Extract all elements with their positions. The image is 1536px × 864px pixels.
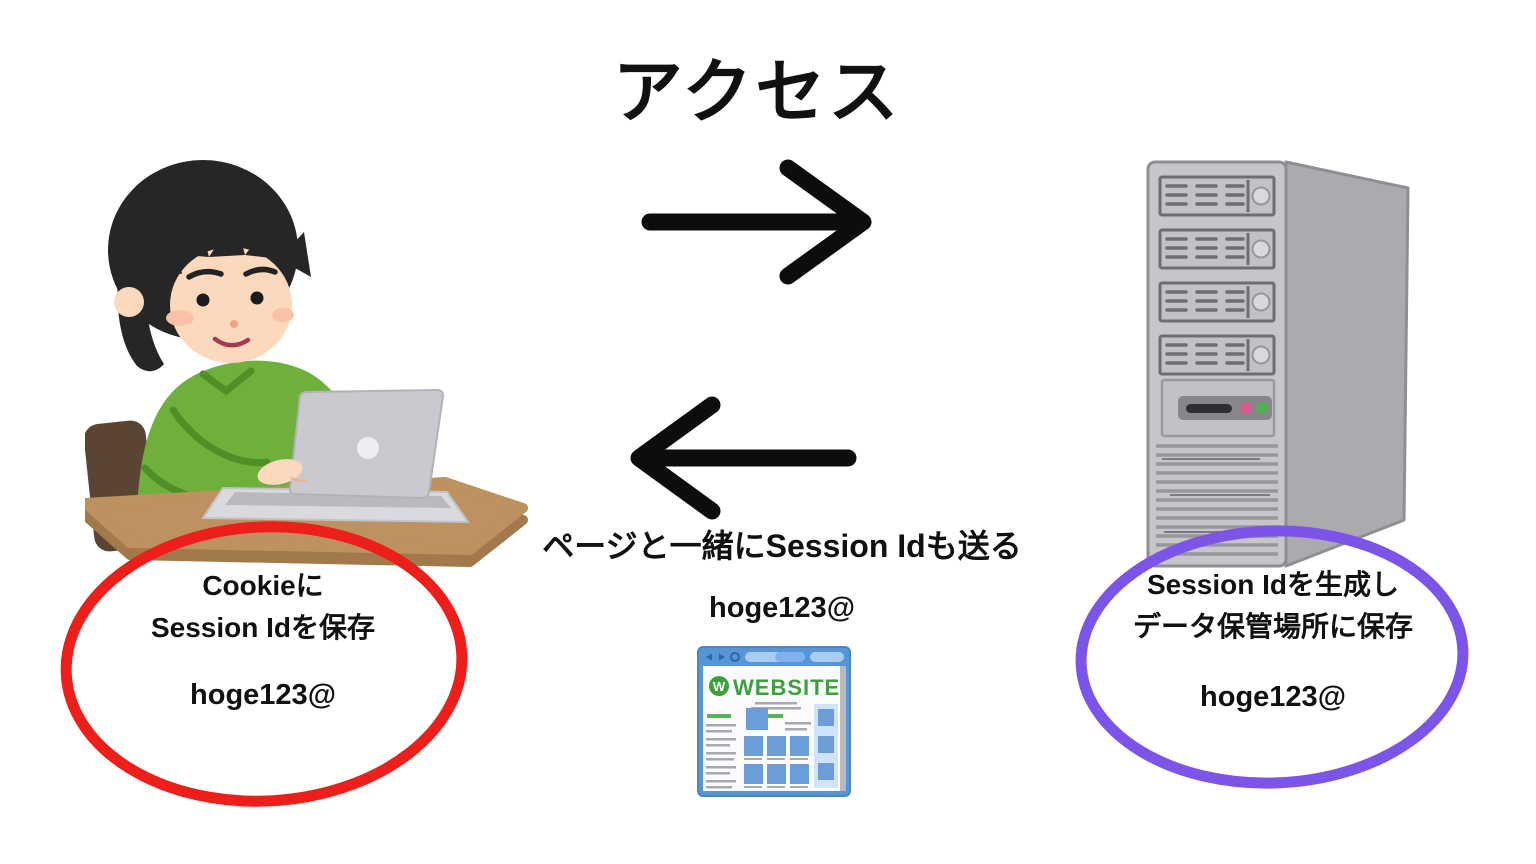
server-side-panel bbox=[1284, 160, 1410, 568]
forward-icon bbox=[719, 653, 725, 661]
scrollbar bbox=[840, 666, 846, 791]
website-thumbnail: W WEBSITE bbox=[697, 646, 851, 797]
server-highlight-ellipse bbox=[1075, 525, 1469, 789]
client-caption-line2: Session Idを保存 bbox=[150, 612, 376, 643]
server-drive-bays bbox=[1158, 175, 1276, 376]
page-placeholder-content bbox=[706, 702, 838, 789]
laptop-illustration bbox=[201, 388, 470, 524]
access-title: アクセス bbox=[612, 53, 902, 131]
server-status-panel bbox=[1160, 378, 1276, 438]
browser-toolbar bbox=[706, 652, 844, 662]
server-tower-illustration bbox=[1146, 160, 1410, 568]
client-session-id: hoge123@ bbox=[190, 679, 336, 711]
response-label: ページと一緒にSession Idも送る bbox=[542, 528, 1022, 564]
server-caption-line2: データ保管場所に保存 bbox=[1132, 611, 1413, 642]
website-logo: W WEBSITE bbox=[709, 675, 840, 700]
client-caption-line1: Cookieに bbox=[202, 570, 324, 601]
led-pink bbox=[1240, 402, 1252, 414]
client-highlight-ellipse bbox=[60, 521, 468, 807]
response-session-id: hoge123@ bbox=[709, 592, 855, 624]
response-arrow-icon bbox=[630, 396, 857, 520]
logo-letter: W bbox=[713, 679, 726, 694]
refresh-icon bbox=[730, 652, 740, 662]
request-arrow-icon bbox=[641, 159, 872, 285]
person-at-laptop-illustration bbox=[85, 160, 528, 567]
server-session-id: hoge123@ bbox=[1200, 681, 1346, 713]
search-bar bbox=[810, 652, 844, 662]
logo-text: WEBSITE bbox=[733, 675, 840, 700]
person-head bbox=[108, 160, 311, 372]
server-caption-line1: Session Idを生成し bbox=[1146, 569, 1400, 600]
led-green bbox=[1256, 402, 1268, 414]
back-icon bbox=[706, 653, 712, 661]
server-vents bbox=[1156, 444, 1278, 556]
